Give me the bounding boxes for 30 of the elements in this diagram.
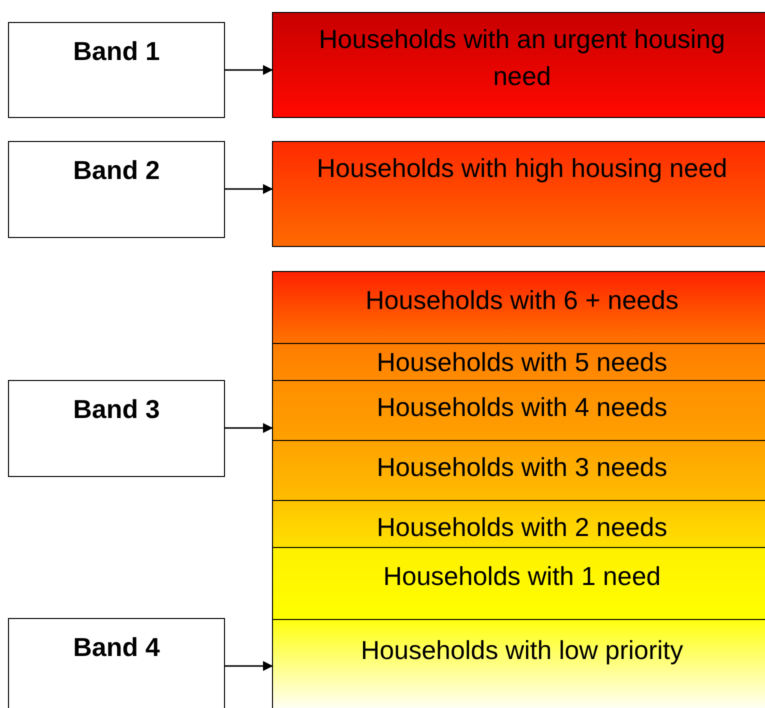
box-label: Households with 3 needs [376, 451, 668, 484]
box-label: Households with 4 needs [376, 391, 668, 424]
box-label: Band 3 [73, 394, 160, 424]
category-box [272, 141, 765, 247]
category-box [272, 619, 765, 708]
band-box [8, 380, 225, 477]
box-label: Households with low priority [360, 634, 684, 667]
category-box [272, 440, 765, 501]
category-box [272, 500, 765, 548]
box-label: Band 2 [73, 155, 160, 185]
category-box [272, 380, 765, 441]
box-label: Band 4 [73, 632, 160, 662]
arrow [225, 661, 273, 671]
box-label: Households with 2 needs [376, 511, 668, 544]
category-box [272, 343, 765, 381]
category-box [272, 12, 765, 118]
band-box [8, 22, 225, 118]
category-box [272, 271, 765, 344]
band-box [8, 141, 225, 238]
arrow [225, 423, 273, 433]
box-label: Households with 6 + needs [366, 284, 678, 317]
box-label: Households with an urgent housing need [318, 23, 726, 93]
box-label: Households with high housing need [316, 152, 728, 185]
category-box [272, 547, 765, 620]
arrow [225, 184, 273, 194]
arrow [225, 65, 273, 75]
band-box [8, 618, 225, 708]
box-label: Band 1 [73, 36, 160, 66]
box-label: Households with 5 needs [376, 346, 668, 379]
box-label: Households with 1 need [383, 560, 661, 593]
